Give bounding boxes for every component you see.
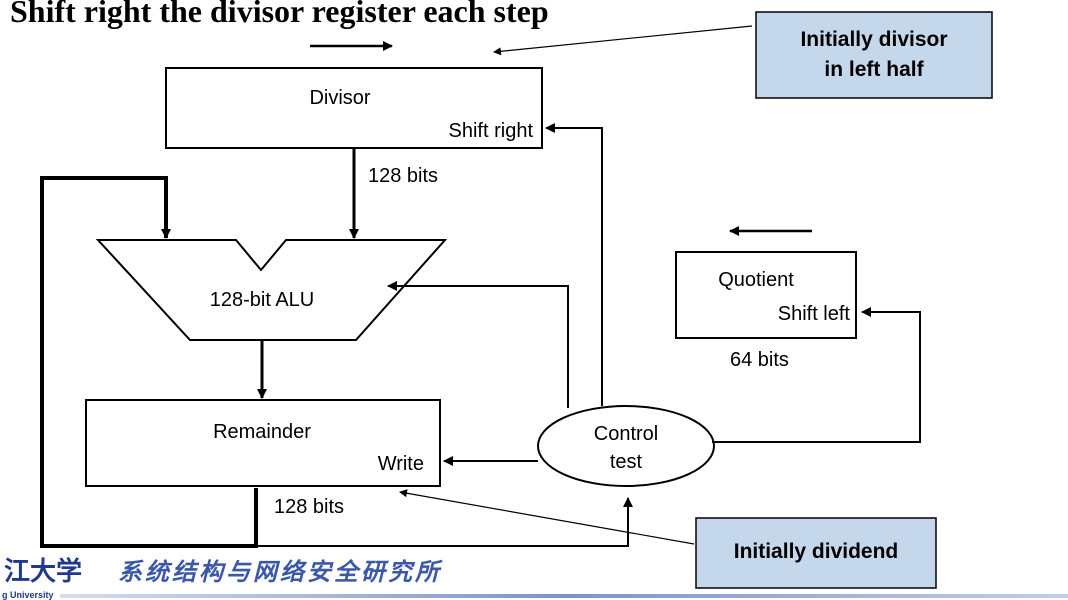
divisor-callout-line1: Initially divisor [800,28,947,51]
divisor-callout-line2: in left half [824,58,924,81]
footer-bar [60,594,1068,598]
dividend-callout-text: Initially dividend [734,540,899,563]
divisor-shift-right-label: Shift right [449,120,534,142]
control-test-label: test [610,451,643,473]
slide-heading: Shift right the divisor register each st… [10,0,549,29]
alu-label: 128-bit ALU [210,289,315,311]
control-label: Control [594,423,658,445]
control-to-quotient-wire [712,307,921,443]
quotient-register [675,251,857,339]
remainder-width-label: 128 bits [274,496,344,518]
control-to-divisor-wire [545,123,603,406]
dividend-callout-box [695,517,937,589]
remainder-to-control-wire [256,497,633,547]
quotient-label: Quotient [718,269,794,291]
remainder-register [85,399,441,487]
divisor-width-label: 128 bits [368,165,438,187]
institute-name: 系统结构与网络安全研究所 [118,557,443,586]
remainder-label: Remainder [213,421,311,443]
divisor-label: Divisor [309,87,370,109]
quotient-width-label: 64 bits [730,349,789,371]
university-logo-text: 江大学 [4,556,82,587]
dividend-callout-pointer [399,489,695,545]
quotient-shift-left-label: Shift left [778,303,851,325]
university-logo-subtext: g University [2,590,54,600]
alu-shape [95,239,448,341]
divisor-callout-box [755,11,993,99]
control-test-unit [537,405,715,487]
divisor-callout-pointer [493,25,753,56]
remainder-feedback-wire [40,176,258,548]
divisor-register [165,67,543,149]
control-to-alu-wire [387,281,569,408]
remainder-write-label: Write [378,453,424,475]
